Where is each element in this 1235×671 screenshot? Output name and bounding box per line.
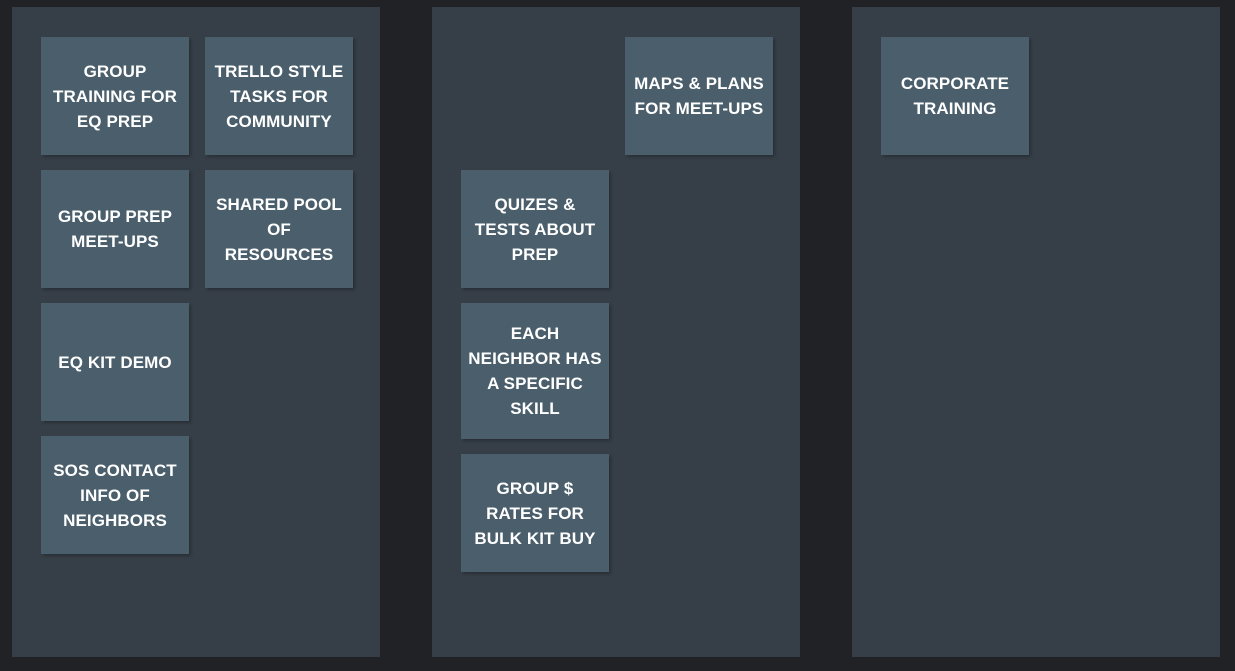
card-empty-slot	[205, 303, 353, 421]
card-grid-2: MAPS & PLANS FOR MEET-UPS QUIZES & TESTS…	[461, 37, 800, 572]
card[interactable]: SOS CONTACT INFO OF NEIGHBORS	[41, 436, 189, 554]
board-column-2[interactable]: MAPS & PLANS FOR MEET-UPS QUIZES & TESTS…	[432, 7, 800, 657]
card[interactable]: GROUP $ RATES FOR BULK KIT BUY	[461, 454, 609, 572]
card[interactable]: EQ KIT DEMO	[41, 303, 189, 421]
card-grid-3: CORPORATE TRAINING	[881, 37, 1220, 155]
card[interactable]: GROUP PREP MEET-UPS	[41, 170, 189, 288]
card-empty-slot	[461, 37, 609, 155]
board-column-1[interactable]: GROUP TRAINING FOR EQ PREP TRELLO STYLE …	[12, 7, 380, 657]
card[interactable]: MAPS & PLANS FOR MEET-UPS	[625, 37, 773, 155]
card-grid-1: GROUP TRAINING FOR EQ PREP TRELLO STYLE …	[41, 37, 380, 554]
card-empty-slot	[625, 303, 773, 439]
card[interactable]: QUIZES & TESTS ABOUT PREP	[461, 170, 609, 288]
card-empty-slot	[625, 170, 773, 288]
board-column-3[interactable]: CORPORATE TRAINING	[852, 7, 1220, 657]
card[interactable]: SHARED POOL OF RESOURCES	[205, 170, 353, 288]
card[interactable]: EACH NEIGHBOR HAS A SPECIFIC SKILL	[461, 303, 609, 439]
card[interactable]: GROUP TRAINING FOR EQ PREP	[41, 37, 189, 155]
card[interactable]: TRELLO STYLE TASKS FOR COMMUNITY	[205, 37, 353, 155]
card[interactable]: CORPORATE TRAINING	[881, 37, 1029, 155]
